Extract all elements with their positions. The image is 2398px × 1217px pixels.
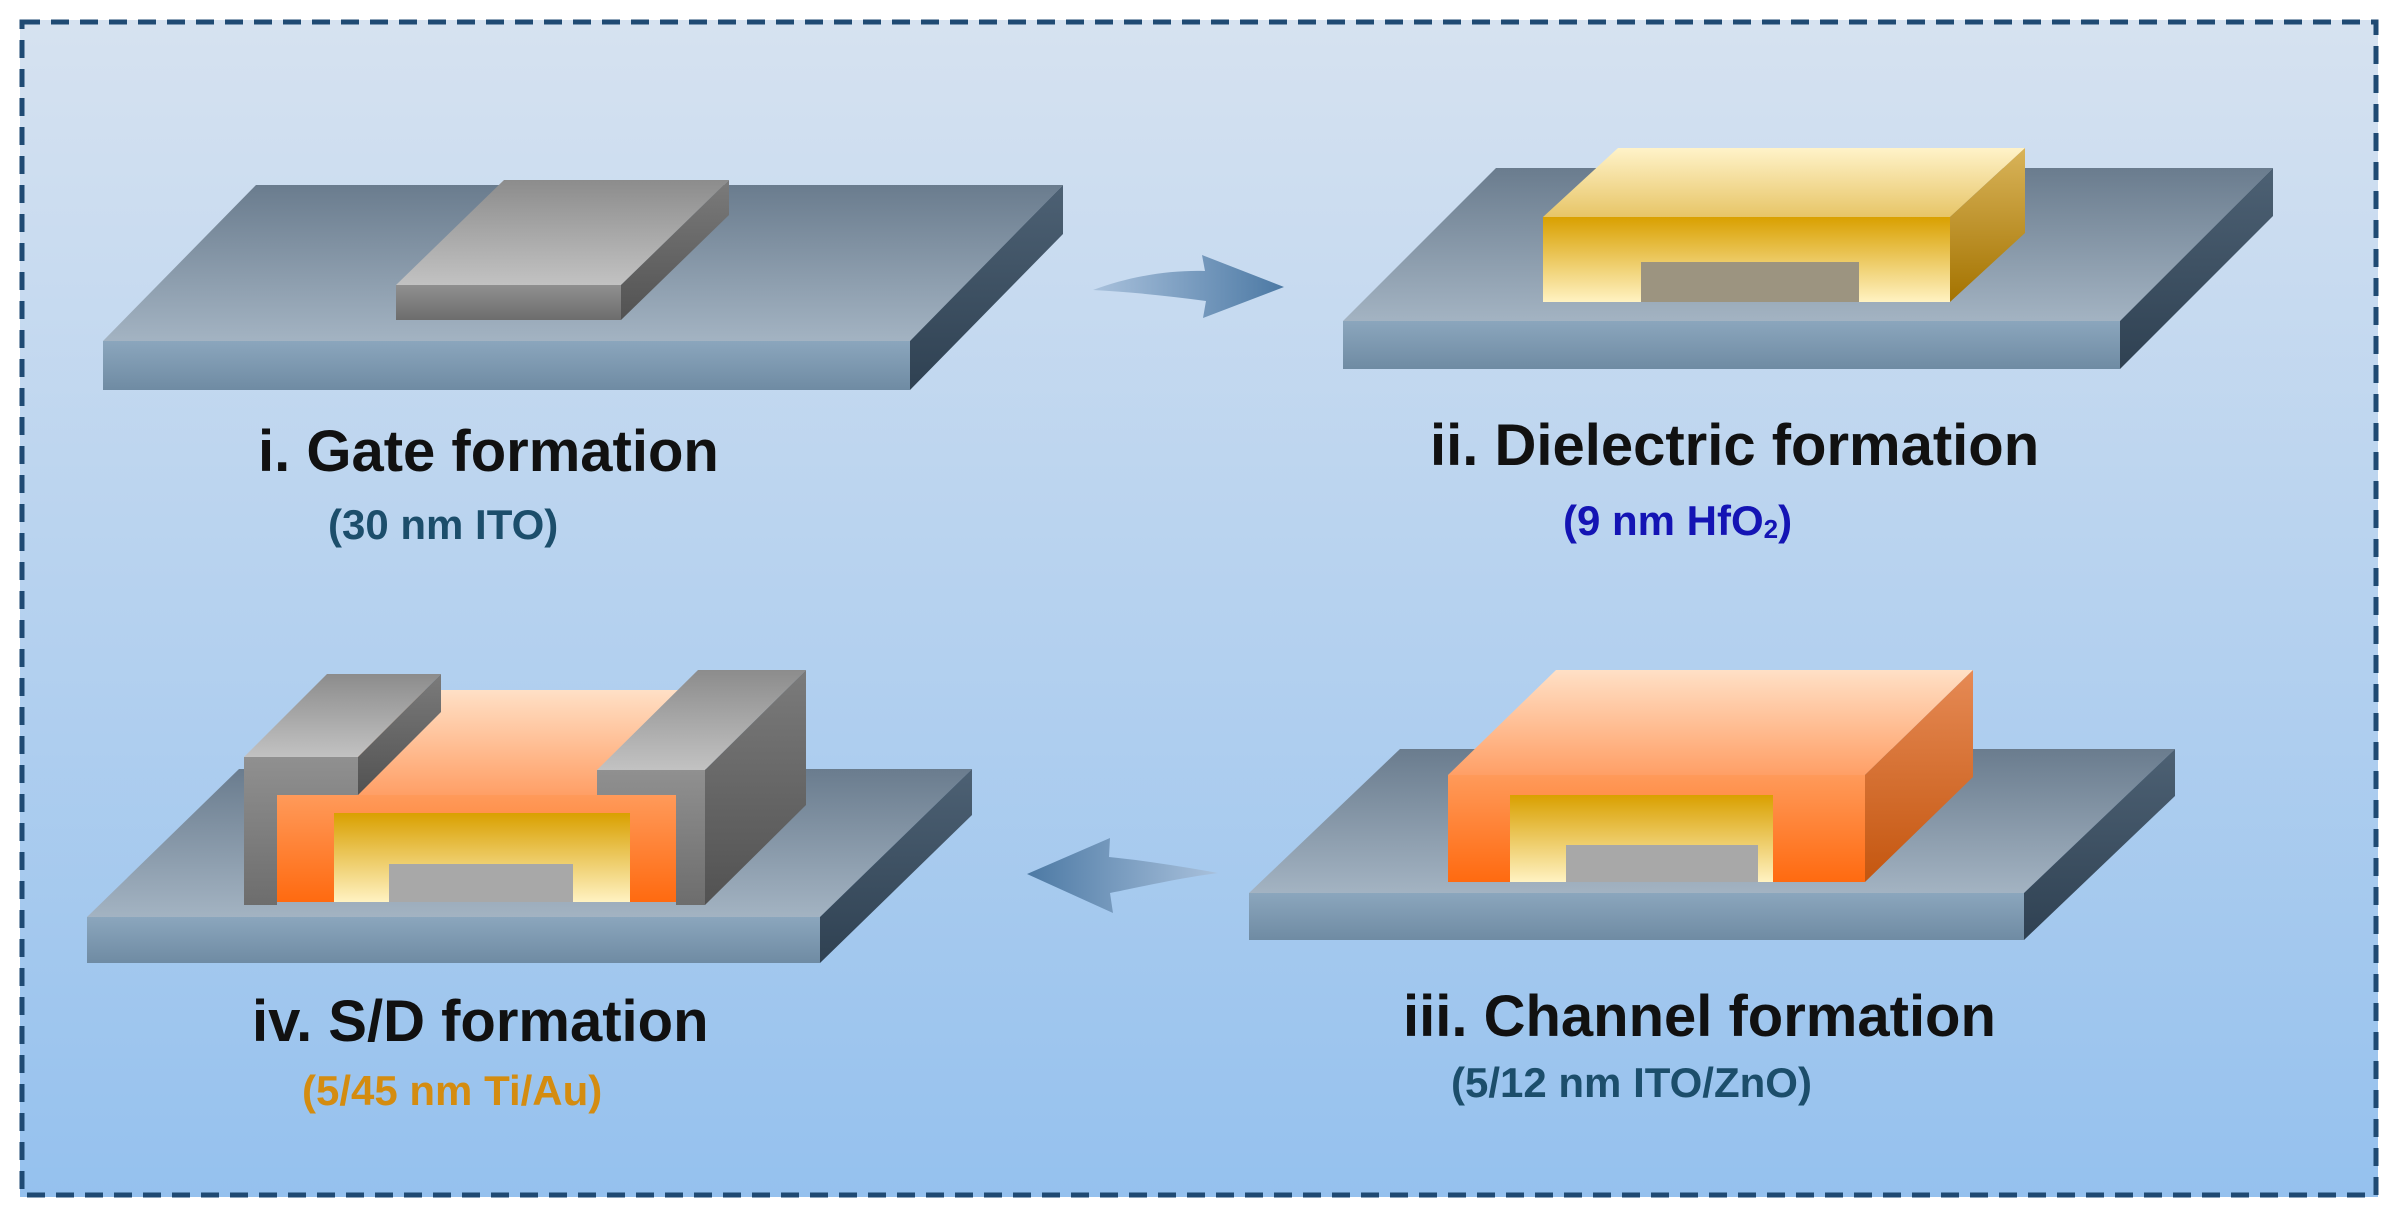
- step-2-material: (9 nm HfO2): [1563, 497, 1792, 545]
- dashed-border: [19, 19, 2379, 1198]
- source-contact-top: [244, 674, 441, 757]
- step-4-material: (5/45 nm Ti/Au): [302, 1067, 603, 1114]
- source-contact-side: [358, 674, 441, 795]
- dielectric-side: [1950, 148, 2025, 302]
- step-2-device: [1343, 148, 2273, 369]
- step-3-title: iii. Channel formation: [1403, 984, 1996, 1049]
- substrate-side: [820, 769, 972, 963]
- step-2-title: ii. Dielectric formation: [1430, 413, 2040, 478]
- step-4-device: [87, 670, 972, 963]
- buried-gate: [1566, 845, 1758, 882]
- substrate-side: [2120, 168, 2273, 369]
- buried-gate: [389, 864, 573, 902]
- step-2-material-subscript: 2: [1763, 514, 1779, 545]
- buried-gate: [1641, 262, 1859, 302]
- step-2-material-close: ): [1778, 497, 1793, 544]
- dielectric-top: [1543, 148, 2025, 217]
- gate-top: [396, 180, 729, 285]
- substrate-side: [910, 185, 1063, 390]
- step-4-title: iv. S/D formation: [252, 989, 709, 1054]
- step-1-device: [103, 180, 1063, 390]
- gate-front: [396, 285, 621, 320]
- drain-contact-front: [597, 770, 705, 905]
- channel-side: [1865, 670, 1973, 882]
- arrow-right-icon: [1093, 255, 1284, 318]
- drain-contact-top: [597, 670, 806, 770]
- channel-top: [1448, 670, 1973, 775]
- substrate-side: [2024, 749, 2175, 940]
- step-1-title: i. Gate formation: [258, 419, 719, 484]
- step-3-material: (5/12 nm ITO/ZnO): [1451, 1059, 1812, 1106]
- step-3-device: [1249, 670, 2175, 940]
- source-contact-front: [244, 757, 358, 905]
- drain-contact-side: [705, 670, 806, 905]
- step-2-material-main: (9 nm HfO: [1563, 497, 1764, 544]
- substrate-front: [1249, 893, 2024, 940]
- substrate-front: [1343, 321, 2120, 369]
- arrow-left-icon: [1027, 838, 1218, 913]
- substrate-front: [87, 917, 820, 963]
- gate-side: [621, 180, 729, 320]
- substrate-front: [103, 341, 910, 390]
- step-1-material: (30 nm ITO): [328, 501, 559, 548]
